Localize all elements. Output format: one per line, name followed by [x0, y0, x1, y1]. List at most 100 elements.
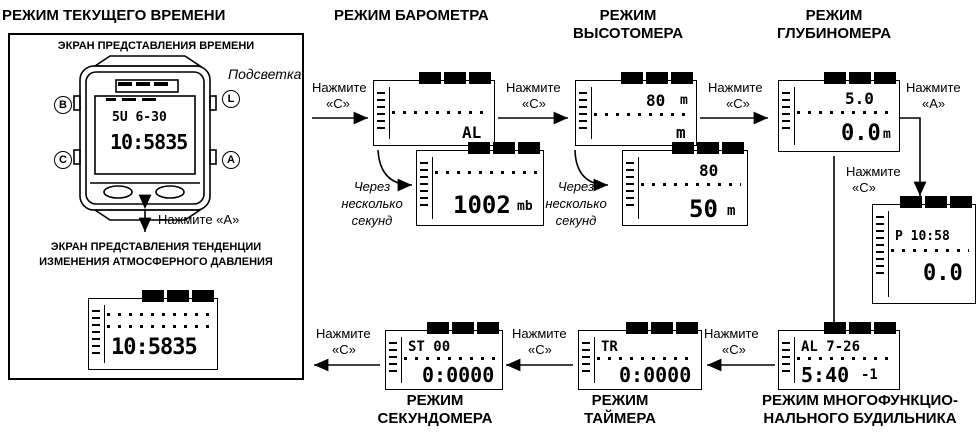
press-c-label-6: «C»	[722, 342, 746, 357]
watch-lcd-main: 10:5835	[110, 130, 188, 154]
stopwatch-screen: ST 00 0:0000	[385, 322, 503, 390]
baro-screen-2: 1002 mb	[416, 142, 544, 226]
after-seconds-baro: Через несколько секунд	[330, 178, 414, 229]
current-time-panel	[8, 33, 304, 380]
trend-title-line1: ЭКРАН ПРЕДСТАВЛЕНИЯ ТЕНДЕНЦИИ	[50, 241, 262, 253]
title-altimeter-line2: ВЫСОТОМЕРА	[572, 25, 684, 42]
title-depth-line1: РЕЖИМ	[805, 7, 863, 24]
timer-tabs	[626, 322, 698, 334]
trend-lcd-main: 10:5835	[111, 335, 198, 360]
alt-screen-1: 80 m m	[575, 72, 697, 146]
press-label-6: Нажмите	[704, 326, 759, 341]
panel-time-screen-title: ЭКРАН ПРЕДСТАВЛЕНИЯ ВРЕМЕНИ	[57, 40, 255, 52]
after-seconds-alt-line1: Через	[557, 179, 595, 194]
timer-lcd-top: TR	[601, 339, 618, 355]
alt1-scale	[579, 87, 592, 139]
trend-scale	[92, 305, 105, 363]
stopwatch-lcd-main: 0:0000	[422, 363, 495, 387]
depth1-scale	[782, 87, 795, 145]
alarm-lcd-sub: -1	[861, 367, 878, 383]
after-seconds-baro-line3: секунд	[351, 213, 393, 228]
baro2-lcd-main: 1002	[453, 191, 511, 219]
press-label-3: Нажмите	[708, 80, 763, 95]
depth2-scale	[876, 211, 889, 297]
after-seconds-alt-line2: несколько	[545, 196, 607, 211]
title-timer-line1: РЕЖИМ	[591, 392, 649, 409]
press-c-label-2: «C»	[522, 96, 546, 111]
baro2-tabs	[468, 142, 540, 154]
alt1-lcd-top: 80	[646, 91, 666, 110]
baro-screen-1: AL	[373, 72, 495, 146]
title-stopwatch-line1: РЕЖИМ	[406, 392, 464, 409]
title-altimeter: РЕЖИМ ВЫСОТОМЕРА	[563, 7, 693, 43]
button-c-icon[interactable]: C	[54, 151, 72, 169]
baro1-lcd-top: AL	[462, 123, 482, 142]
watch-lcd-top: 5U 6-30	[112, 110, 167, 125]
timer-screen: TR 0:0000	[578, 322, 702, 390]
press-label-1: Нажмите	[312, 80, 367, 95]
depth1-tabs	[824, 72, 896, 84]
timer-lcd-main: 0:0000	[619, 363, 692, 387]
alt1-tabs	[621, 72, 693, 84]
press-c-label-3: «C»	[726, 96, 750, 111]
stopwatch-lcd-top: ST 00	[408, 339, 451, 355]
press-a-label: Нажмите «A»	[158, 212, 240, 227]
trend-mode-tabs	[142, 290, 214, 302]
title-stopwatch: РЕЖИМ СЕКУНДОМЕРА	[365, 392, 505, 428]
baro1-tabs	[419, 72, 491, 84]
title-current-time: РЕЖИМ ТЕКУЩЕГО ВРЕМЕНИ	[2, 7, 226, 24]
timer-dots	[597, 357, 695, 360]
trend-title-line2: ИЗМЕНЕНИЯ АТМОСФЕРНОГО ДАВЛЕНИЯ	[39, 256, 273, 268]
alt2-lcd-main: 50	[689, 195, 718, 223]
depth-screen-1: 5.0 0.0 m	[778, 72, 900, 152]
after-seconds-baro-line1: Через	[353, 179, 391, 194]
alarm-dots	[797, 357, 893, 360]
press-label-4: Нажмите	[906, 80, 961, 95]
title-alarm-line1: РЕЖИМ МНОГОФУНКЦИО-	[762, 392, 958, 409]
press-c-label-8: «C»	[332, 342, 356, 357]
alarm-lcd-main: 5:40	[801, 363, 850, 387]
trend-graph-dots-2	[107, 325, 211, 328]
press-label-5: Нажмите	[846, 164, 901, 179]
alt2-dots	[641, 183, 741, 186]
title-alarm-line2: НАЛЬНОГО БУДИЛЬНИКА	[763, 410, 957, 427]
press-label-2: Нажмите	[506, 80, 561, 95]
baro1-scale	[377, 87, 390, 139]
depth2-dots	[891, 249, 969, 252]
title-depth: РЕЖИМ ГЛУБИНОМЕРА	[764, 7, 904, 43]
depth2-lcd-top: P 10:58	[895, 229, 950, 244]
baro2-dots	[435, 171, 537, 174]
title-stopwatch-line2: СЕКУНДОМЕРА	[377, 410, 493, 427]
alt2-tabs	[672, 142, 744, 154]
after-seconds-alt-line3: секунд	[555, 213, 597, 228]
arrow-depth-right-down	[900, 117, 927, 196]
alt1-lcd-unit: m	[680, 93, 688, 108]
button-b-icon[interactable]: B	[54, 96, 72, 114]
title-barometer: РЕЖИМ БАРОМЕТРА	[334, 7, 489, 24]
alt-screen-2: 80 50 m	[622, 142, 748, 226]
alarm-scale	[782, 337, 795, 383]
button-l-icon[interactable]: L	[222, 90, 240, 108]
press-c-label-7: «C»	[528, 342, 552, 357]
timer-scale	[582, 337, 595, 383]
depth-screen-2: P 10:58 0.0	[872, 196, 976, 304]
after-seconds-alt: Через несколько секунд	[534, 178, 618, 229]
alt1-dots	[594, 113, 690, 116]
title-altimeter-line1: РЕЖИМ	[599, 7, 657, 24]
title-depth-line2: ГЛУБИНОМЕРА	[776, 25, 892, 42]
press-c-label-1: «C»	[326, 96, 350, 111]
title-alarm: РЕЖИМ МНОГОФУНКЦИО- НАЛЬНОГО БУДИЛЬНИКА	[744, 392, 976, 428]
button-a-icon[interactable]: A	[222, 151, 240, 169]
title-timer-line2: ТАЙМЕРА	[584, 410, 656, 427]
arrow-alt-curve	[574, 149, 609, 192]
stopwatch-dots	[404, 357, 496, 360]
alt1-lcd-unit-b: m	[676, 123, 686, 142]
alarm-tabs	[824, 322, 896, 334]
alarm-lcd-top: AL 7-26	[801, 339, 861, 355]
depth1-lcd-top: 5.0	[845, 89, 874, 108]
baro2-scale	[420, 157, 433, 219]
trend-screen: 10:5835	[88, 290, 218, 370]
press-a-label-4: «A»	[922, 96, 946, 111]
